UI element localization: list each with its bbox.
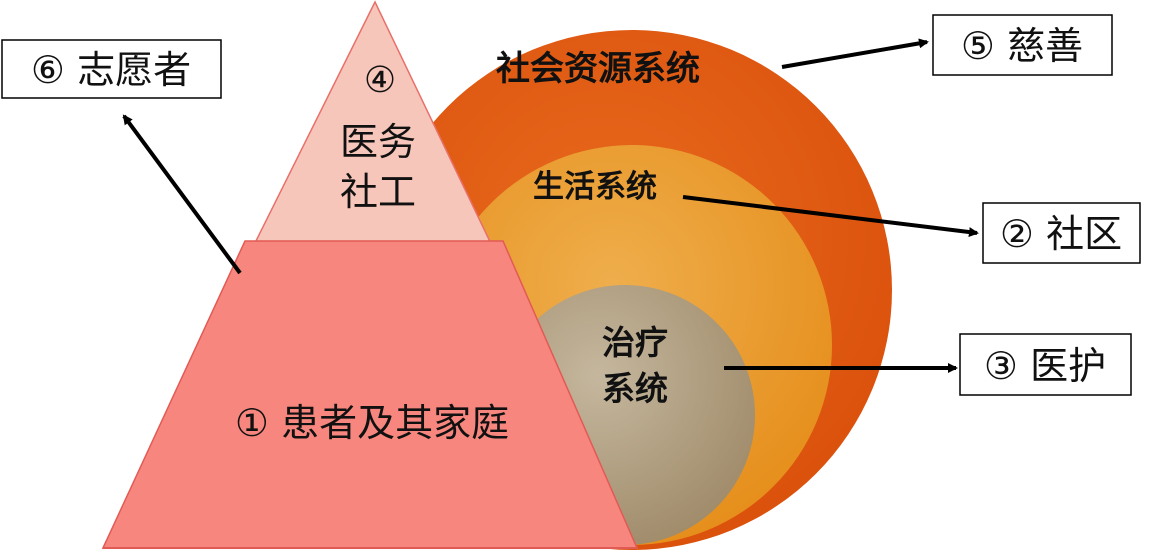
community-arrow [682,195,979,237]
life-system-label: 生活系统 [533,169,657,205]
medical-label: ③ 医护 [984,344,1106,388]
social-worker-label-line1: 医务 [340,120,416,164]
charity-label: ⑤ 慈善 [961,24,1083,68]
patient-family-label: ① 患者及其家庭 [235,401,509,445]
social-worker-number: ④ [364,60,396,101]
charity-callout: ⑤ 慈善 [932,14,1113,76]
community-callout: ② 社区 [982,202,1141,264]
social-resource-label: 社会资源系统 [496,49,700,89]
volunteer-arrow [122,114,242,275]
charity-arrow [781,38,929,69]
community-label: ② 社区 [1000,212,1122,256]
volunteer-callout: ⑥ 志愿者 [1,39,222,99]
medical-callout: ③ 医护 [959,333,1132,396]
treatment-label-line1: 治疗 [602,323,668,362]
volunteer-label: ⑥ 志愿者 [31,48,191,92]
treatment-label-line2: 系统 [602,369,668,408]
social-worker-label-line2: 社工 [340,170,416,214]
